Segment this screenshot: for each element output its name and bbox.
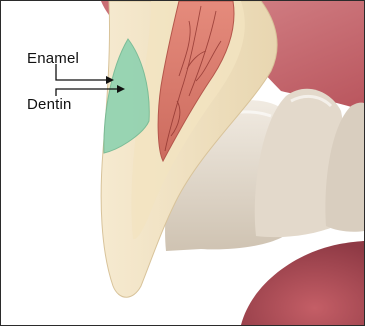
dentin-label: Dentin <box>27 97 72 112</box>
tongue <box>241 241 364 325</box>
enamel-label: Enamel <box>27 51 79 66</box>
enamel-pointer <box>56 64 114 84</box>
